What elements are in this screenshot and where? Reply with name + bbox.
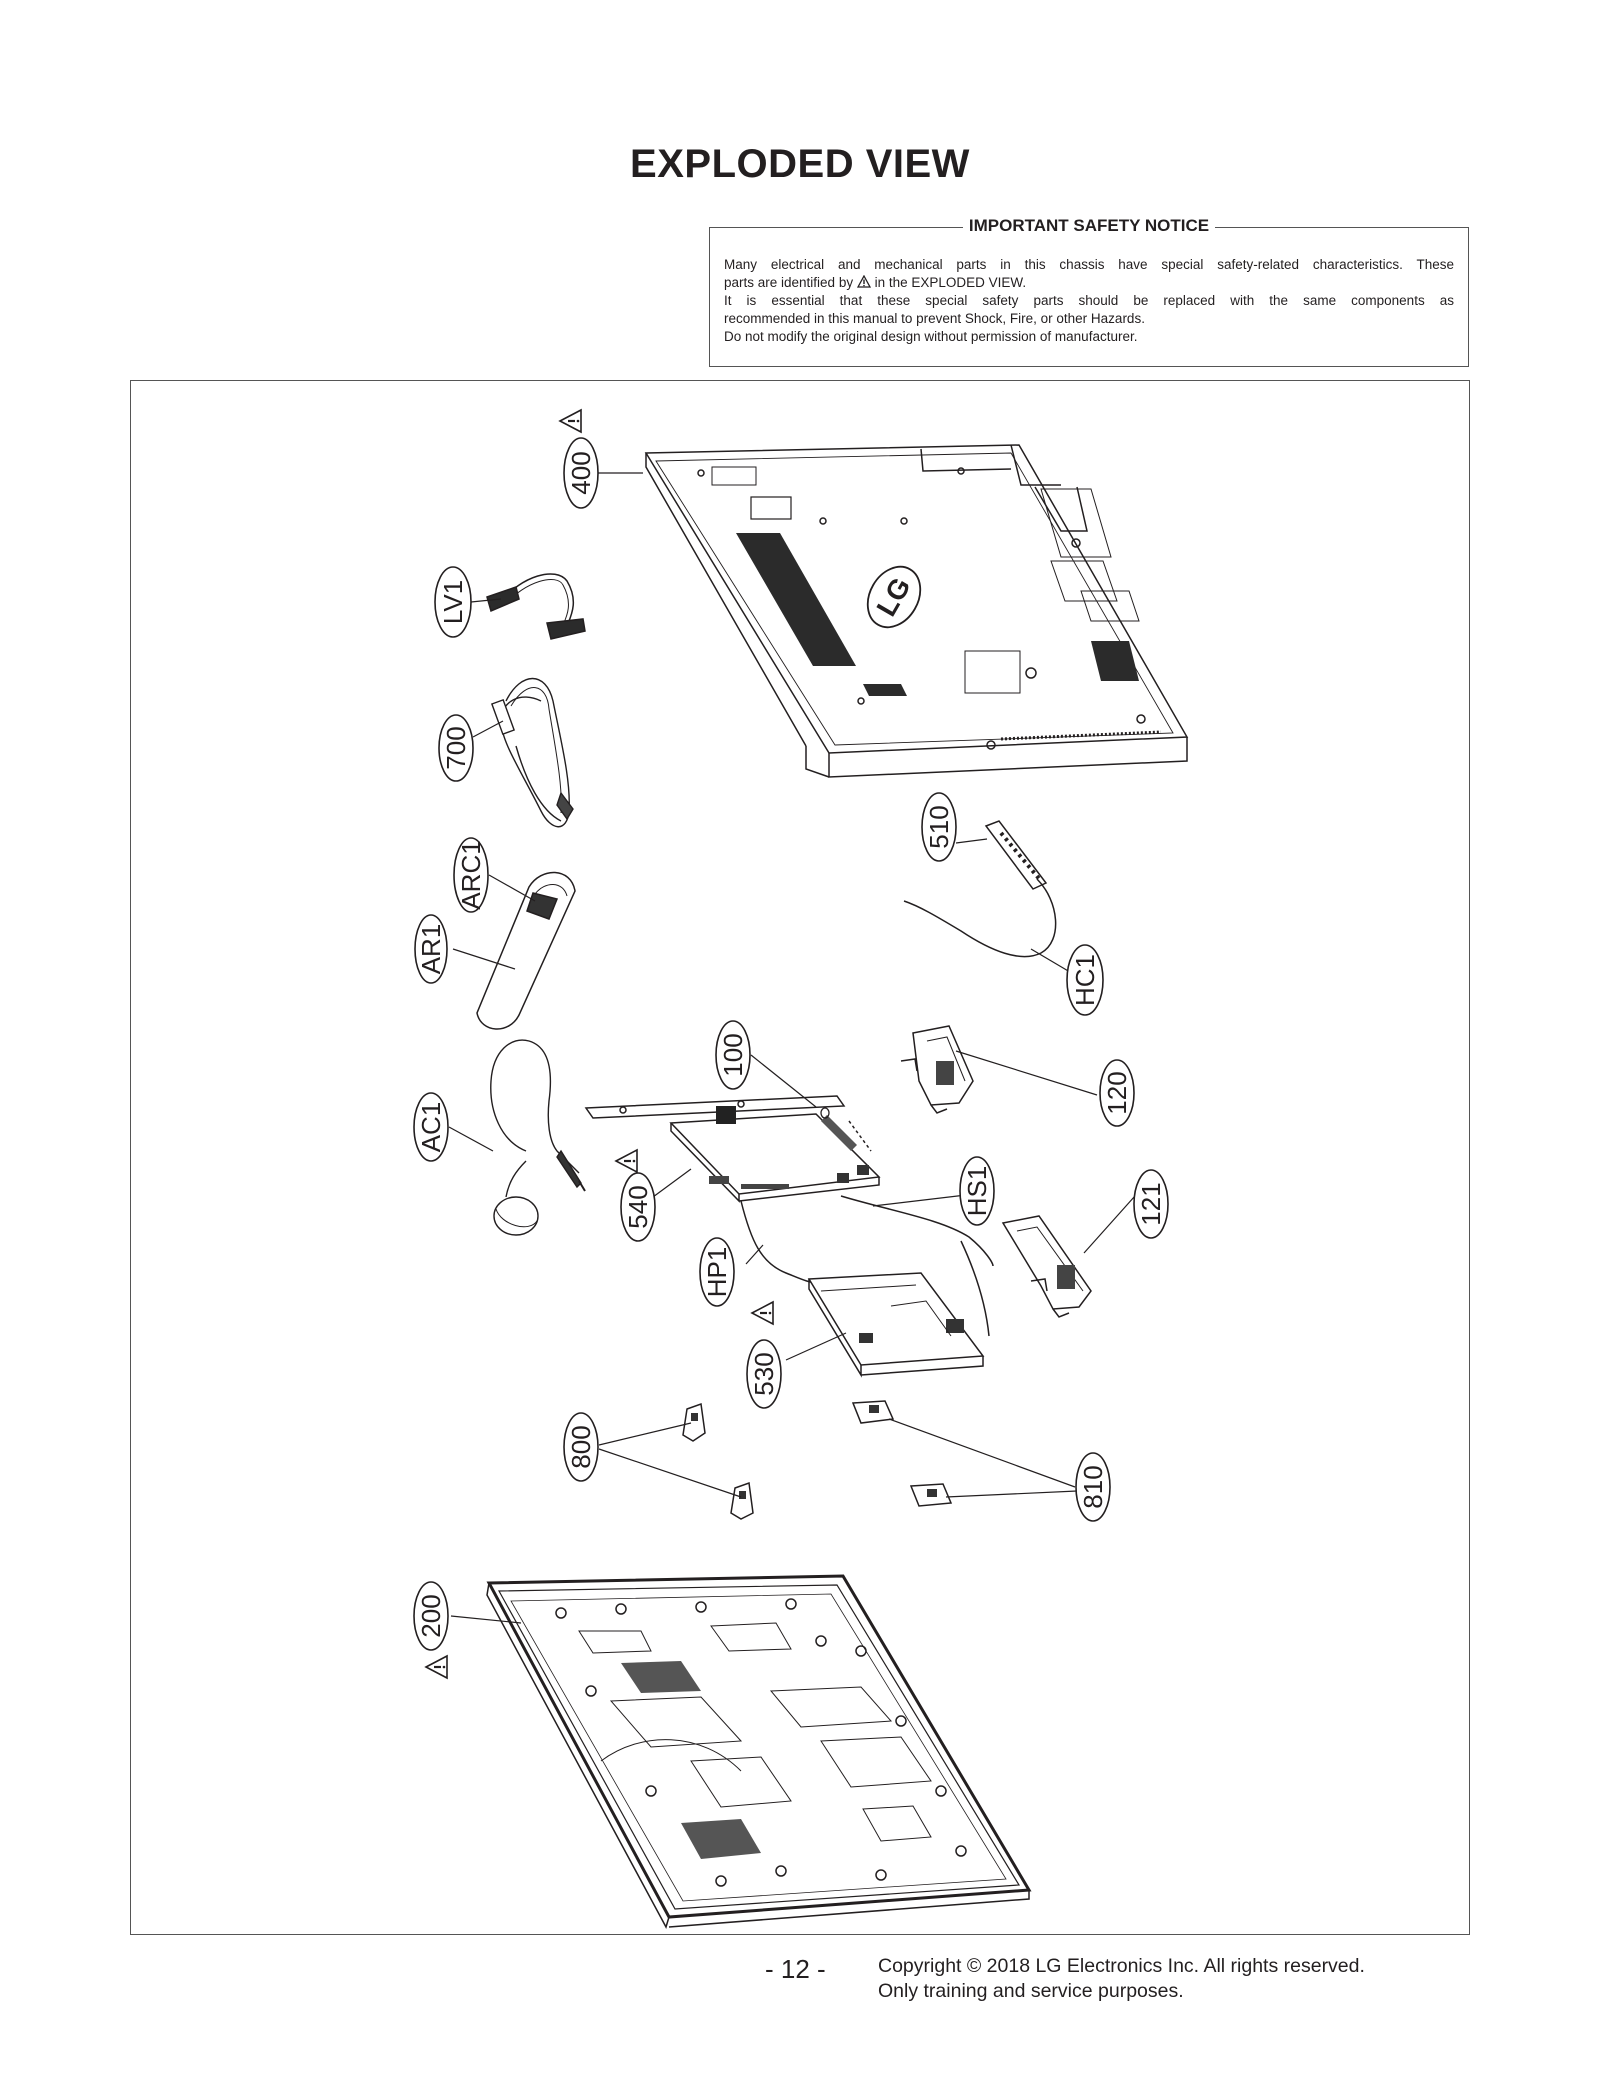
- control-board-510: [903, 820, 1057, 958]
- label-120: 120: [1102, 1071, 1132, 1114]
- label-530: 530: [749, 1352, 779, 1395]
- callout-ovals: [413, 437, 1169, 1651]
- back-cover-400: LG: [644, 444, 1189, 778]
- page-number: - 12 -: [765, 1954, 826, 1984]
- label-800: 800: [566, 1425, 596, 1468]
- label-121: 121: [1136, 1182, 1166, 1225]
- callout-labels: 400 LV1 700 ARC1 AR1 510 HC1 100 120 AC1…: [416, 451, 1166, 1637]
- stand-bracket-121: [1001, 1215, 1092, 1318]
- label-510: 510: [924, 805, 954, 848]
- warning-triangle-icon: [750, 1300, 775, 1326]
- label-810: 810: [1078, 1465, 1108, 1508]
- stand-bracket-120: [900, 1025, 974, 1114]
- lvds-cable-lv1: [486, 573, 586, 640]
- notice-line-5: Do not modify the original design withou…: [724, 329, 1138, 344]
- power-board-530: [807, 1272, 985, 1378]
- warning-triangle-icon: [614, 1148, 639, 1174]
- notice-line-1: Many electrical and mechanical parts in …: [724, 257, 1454, 272]
- safety-notice-body: Many electrical and mechanical parts in …: [724, 256, 1454, 346]
- main-board-540: [584, 1095, 881, 1203]
- remote-control-ar1: [476, 871, 576, 1030]
- label-540: 540: [623, 1185, 653, 1228]
- exploded-view-diagram: LG: [130, 380, 1470, 1935]
- notice-line-2: parts are identified by in the EXPLODED …: [724, 275, 1027, 290]
- warning-triangle-icon: [558, 408, 583, 434]
- label-arc1: ARC1: [456, 840, 486, 909]
- copyright-line-1: Copyright © 2018 LG Electronics Inc. All…: [878, 1955, 1365, 1977]
- label-hs1: HS1: [962, 1166, 992, 1217]
- page-title: EXPLODED VIEW: [630, 142, 970, 186]
- brackets-800-810: [682, 1400, 953, 1520]
- label-ac1: AC1: [416, 1102, 446, 1153]
- copyright: Copyright © 2018 LG Electronics Inc. All…: [878, 1954, 1365, 2004]
- front-cabinet-200: [486, 1574, 1032, 1929]
- label-700: 700: [441, 726, 471, 769]
- callout-leader-lines: [448, 472, 1144, 1624]
- label-lv1: LV1: [438, 580, 468, 624]
- notice-line-3: It is essential that these special safet…: [724, 293, 1454, 308]
- safety-notice-box: IMPORTANT SAFETY NOTICE Many electrical …: [709, 216, 1469, 367]
- label-200: 200: [416, 1594, 446, 1637]
- warning-triangle-icon: [424, 1654, 449, 1680]
- copyright-line-2: Only training and service purposes.: [878, 1980, 1184, 2002]
- part-100: [820, 1107, 830, 1119]
- label-100: 100: [718, 1033, 748, 1076]
- label-hc1: HC1: [1070, 954, 1100, 1006]
- power-cord-700: [490, 677, 574, 828]
- notice-line-4: recommended in this manual to prevent Sh…: [724, 311, 1145, 326]
- ir-cable-ac1: [490, 1039, 586, 1236]
- label-ar1: AR1: [416, 924, 446, 975]
- label-hp1: HP1: [702, 1247, 732, 1298]
- safety-notice-title: IMPORTANT SAFETY NOTICE: [710, 216, 1468, 236]
- label-400: 400: [566, 451, 596, 494]
- warning-triangle-icon: [856, 275, 871, 288]
